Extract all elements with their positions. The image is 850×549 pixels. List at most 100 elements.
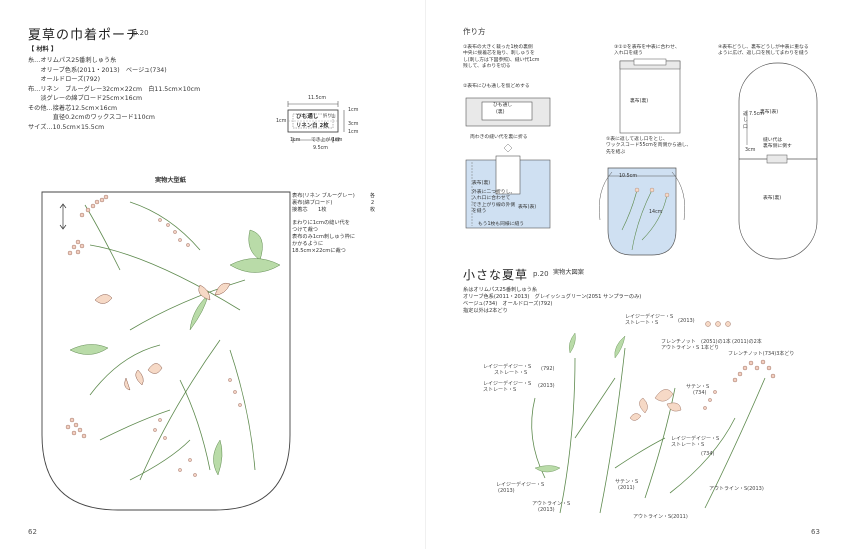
callout: (734) [693, 390, 707, 396]
pattern-note: かかるように [292, 241, 324, 247]
tab-dim-right-bot: 1cm [348, 130, 359, 135]
omote-back-label-2: 表布(裏) [763, 196, 782, 201]
callout: フレンチノット(734)3本どり [728, 351, 795, 357]
tab-dim-left: 1cm [276, 119, 287, 124]
tab-dim-bl: 1cm [290, 138, 301, 143]
pattern-note: 18.5cm×22cmに裁つ [292, 248, 346, 254]
callout: (2011)の2本 [732, 339, 762, 345]
pattern-notes: 表布(リネン ブルーグレー) 裏布(綿ブロード) 接着芯 1枚 [292, 193, 355, 214]
left-page-ref: p.20 [133, 29, 149, 37]
pouch-width: 10.5cm [619, 174, 637, 179]
callout: サテン・S [686, 384, 710, 390]
callout: (792) [541, 366, 555, 372]
step-4: ④表布どうし、裏布どうしが中表に重なる ように広げ、返し口を残してまわりを縫う [718, 45, 809, 57]
step3-diagram [619, 58, 681, 134]
material-line: 淡グレーの綿ブロード25cm×16cm [28, 95, 143, 102]
tab-diagram [287, 101, 345, 143]
tab-line1: ひも通し [296, 114, 319, 120]
callout: (2011) [618, 485, 635, 491]
callout: 1本どり [701, 345, 720, 351]
step-1: ①表布の大きく裁った1枚の裏側 中央に接着芯を貼り、刺しゅうを し(刺し方は下図… [463, 45, 540, 69]
pouch-height: 14cm [649, 210, 663, 215]
left-page-number: 62 [28, 528, 37, 536]
tab-line1b: 折り山 [323, 113, 336, 118]
callout: ストレート・S [671, 442, 705, 448]
callout: アウトライン・S [532, 501, 571, 507]
himo-label: ひも通し [493, 103, 513, 108]
pouch-diagram [599, 167, 685, 256]
callout: アウトライン・S(2013) [709, 486, 764, 492]
callout: (2013) [538, 383, 555, 389]
left-title: 夏草の巾着ポーチ [28, 28, 141, 43]
step4-diagram [738, 62, 818, 260]
ura-front-label: 裏布(表) [760, 110, 779, 115]
material-line: サイズ…10.5cm×15.5cm [28, 123, 105, 131]
howto-title: 作り方 [463, 27, 486, 36]
pattern-drawing [41, 191, 291, 511]
omote-front-label: 表布(表) [518, 205, 537, 210]
material-line: 直径0.2cmのワックスコード110cm [28, 114, 155, 121]
callout: (2051)の1本 [701, 339, 731, 345]
callout: (2013) [498, 488, 515, 494]
callout: ストレート・S [483, 387, 517, 393]
material-line: オールドローズ(792) [28, 76, 101, 83]
callout: レイジーデイジー・S [483, 364, 532, 370]
tab-dim-right-top: 1cm [348, 108, 359, 113]
callout: (2013) [538, 507, 555, 513]
fold-note: 両わきの縫い代を裏に折る [470, 135, 528, 140]
gutter [425, 0, 426, 549]
callout: フレンチノット [661, 339, 696, 345]
pattern-note: まわりに1cmの縫い代を [292, 220, 350, 226]
tab-dim-top: 11.5cm [308, 96, 326, 101]
kaeshi-label: 返し口 [743, 112, 748, 130]
pattern-note: 接着芯 1枚 [292, 207, 327, 213]
small-subtitle: 実物大図案 [553, 269, 584, 276]
step2-note: 外表に二つ折りし、 入れ口に合わせて でき上がり線の外側 を縫う [472, 190, 516, 214]
small-embroidery [531, 321, 776, 514]
step2-diagram [465, 97, 551, 229]
callout: ストレート・S [494, 370, 528, 376]
ura-back-label: 裏布(裏) [630, 99, 649, 104]
material-line: 糸…オリムパス25番刺しゅう糸 [28, 57, 117, 64]
material-line: オリーブ色系(2011・2013) ベージュ(734) [28, 66, 167, 74]
callout: レイジーデイジー・S [625, 314, 674, 320]
step-5: ⑤表に返して返し口をとじ、 ワックスコード55cmを両側から通し、 先を結ぶ [606, 137, 692, 155]
callout: (734) [701, 451, 715, 457]
seam-note: 縫い代は 裏布側に倒す [763, 138, 792, 150]
small-materials: 糸はオリムパス25番刺しゅう糸 オリーブ色系(2011・2013) グレイッシュ… [463, 287, 642, 314]
callout: ストレート・S [625, 320, 659, 326]
materials-list: 糸…オリムパス25番刺しゅう糸 オリーブ色系(2011・2013) ベージュ(7… [28, 56, 200, 132]
pattern-note: 表布(リネン ブルーグレー) [292, 193, 355, 199]
tab-line2: リネン白 2枚 [296, 123, 329, 129]
right-page-number: 63 [811, 528, 820, 536]
tab-finish: でき上がり線 [311, 138, 340, 143]
himo-back: (裏) [496, 110, 505, 115]
callout: アウトライン・S(2011) [633, 514, 688, 520]
materials-heading: 【 材料 】 [28, 46, 58, 53]
pattern-note: つけて裁つ [292, 227, 318, 233]
step-2: ②表布にひも通しを仮どめする [463, 84, 530, 89]
callout: サテン・S [615, 479, 639, 485]
pattern-note: 裏布(綿ブロード) [292, 200, 333, 206]
small-page-ref: p.20 [533, 270, 549, 278]
other-side: もう1枚も同様に縫う [478, 222, 525, 227]
pattern-notes-2: まわりに1cmの縫い代を つけて裁つ 表布のみ1cm刺しゅう枠に かかるように … [292, 220, 355, 255]
tab-dim-right-mid: 3cm [348, 122, 359, 127]
pattern-title: 実物大型紙 [155, 177, 186, 184]
small-title: 小さな夏草 [463, 268, 529, 282]
step-3: ③①②を表布を中表に合わせ、 入れ口を縫う [614, 45, 680, 57]
callout: アウトライン・S [661, 345, 700, 351]
material-line: その他…接着芯12.5cm×16cm [28, 104, 118, 112]
three-cm: 3cm [745, 148, 756, 153]
callout: レイジーデイジー・S [483, 381, 532, 387]
omote-back-label: 表布(裏) [472, 181, 491, 186]
tab-dim-bottom: 9.5cm [313, 146, 328, 151]
material-line: 布…リネン ブルーグレー32cm×22cm 白11.5cm×10cm [28, 85, 201, 93]
callout: レイジーデイジー・S [496, 482, 545, 488]
pattern-side: 各2枚 [369, 193, 376, 213]
callout: (2013) [678, 318, 695, 324]
pattern-note: 表布のみ1cm刺しゅう枠に [292, 234, 356, 240]
kaeshi-size: 7.5cm [749, 112, 764, 118]
callout: レイジーデイジー・S [671, 436, 720, 442]
tab-dim-br: 1cm [332, 138, 343, 143]
